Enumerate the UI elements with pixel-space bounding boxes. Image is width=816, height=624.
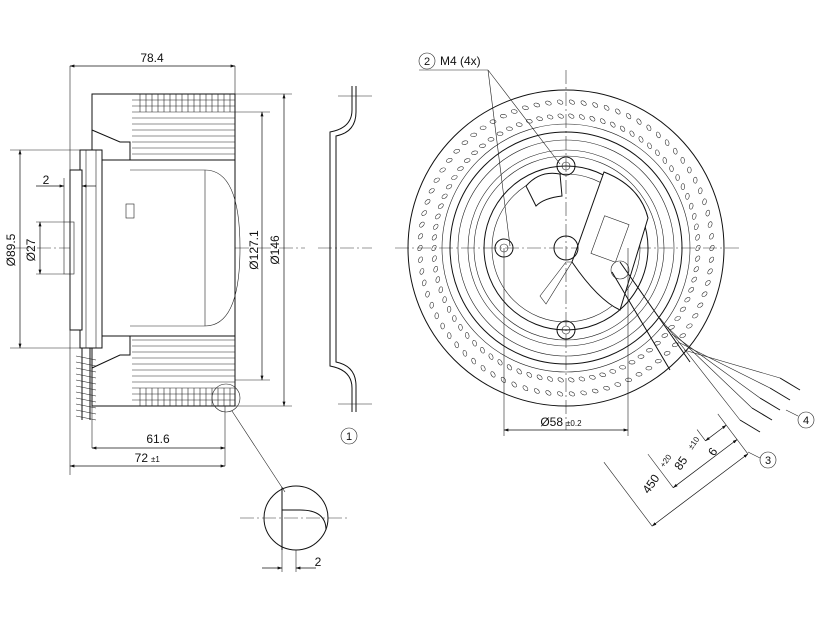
impeller-inner-ring [441,123,691,373]
inlet-ring-inner [335,86,357,412]
callout-2-label: 2 [424,56,430,68]
dim-overall-depth: 78.4 [140,51,164,65]
callout-1-label: 1 [346,431,352,443]
cable-tail [75,355,97,421]
dim-bolt-circle-tol: ±0.2 [566,419,582,428]
blade-slots [417,99,715,397]
motor-front [483,165,649,331]
callout-2-circle [418,52,436,70]
callout-1-circle [340,427,358,445]
flange [79,149,103,349]
callout-2-text: M4 (4x) [440,54,481,68]
inlet-ring [449,131,683,365]
cable-gland [610,260,630,280]
side-view: 78.4 61.6 72 ±1 2 Ø89.5 Ø27 Ø127.1 [4,51,305,493]
dim-shaft-step: 2 [43,173,50,187]
dim-strip-length: 85 [671,453,690,472]
hub [69,169,83,331]
impeller-blades [132,94,235,406]
callout-3-label: 3 [765,455,771,467]
dim-inner-dia: Ø127.1 [247,230,261,270]
callout-4-circle [797,411,815,429]
dim-outer-dia: Ø146 [268,235,282,265]
dim-cable-length: 450 [639,471,662,496]
callout-4-label: 4 [803,415,809,427]
front-view: Ø58 ±0.2 2 M4 (4x) 450 +20 85 ±10 6 3 4 [395,52,815,527]
label-plate [525,172,563,207]
dim-strip-length-tol: ±10 [686,435,701,451]
dim-bolt-circle: Ø58 [540,415,563,429]
dim-housing-depth: 61.6 [146,432,170,446]
hub-front [553,235,579,261]
motor-housing [99,159,236,337]
dim-flange-dia: Ø89.5 [4,233,18,266]
dim-wire-strip: 6 [705,445,720,459]
detail-marker [211,383,241,413]
dim-cable-length-tol: +20 [658,452,673,469]
impeller-outer-ring [407,89,725,407]
detail-view: 2 [240,485,350,572]
callout-3-circle [759,451,777,469]
dim-detail-thickness: 2 [315,555,322,569]
section-view: 1 [318,86,372,445]
dim-total-depth: 72 [135,451,149,465]
cable-wires [659,317,801,433]
cable-jacket [611,261,691,371]
inlet-ring-outer [329,86,353,412]
dim-total-depth-tol: ±1 [151,455,160,464]
dim-hub-dia: Ø27 [24,238,38,261]
